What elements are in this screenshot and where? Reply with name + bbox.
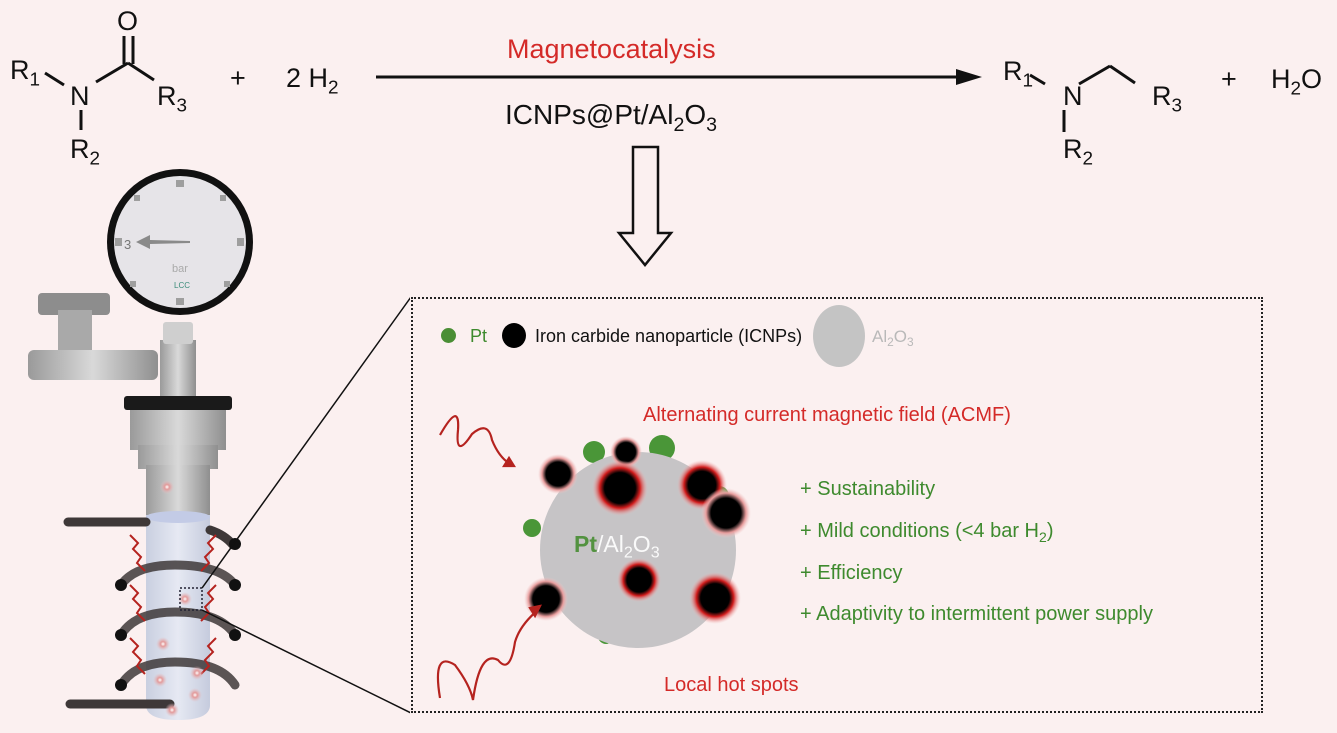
- product-r3-label: R3: [1152, 81, 1182, 116]
- hydrogen-subscript: 2: [328, 77, 339, 99]
- particle-label-o: O: [632, 531, 651, 557]
- amide-bonds: [44, 36, 155, 130]
- catalyst-label: ICNPs@Pt/Al2O3: [505, 99, 717, 135]
- catalyst-sub1: 2: [673, 113, 685, 136]
- r3-subscript: 3: [176, 95, 188, 117]
- hydrogen-reagent: 2 H2: [286, 63, 339, 98]
- reactor-lid: [124, 396, 232, 410]
- zoom-line-top: [201, 297, 410, 589]
- water-h: H: [1271, 64, 1291, 94]
- particle-label: Pt/Al2O3: [574, 531, 660, 561]
- particle-label-al: /Al: [597, 531, 624, 557]
- nitrogen-atom: N: [70, 81, 90, 111]
- reactor-illustration: 3 bar LCC: [28, 169, 410, 720]
- valve-icon: [28, 293, 196, 400]
- hotspots-label: Local hot spots: [664, 674, 799, 696]
- advantage-item: + Efficiency: [800, 562, 903, 584]
- alumina-mid: O: [893, 327, 907, 346]
- acmf-wave-icons: [129, 534, 217, 675]
- gauge-unit: bar: [172, 263, 188, 275]
- oxygen-atom: O: [117, 6, 139, 36]
- particle-label-sub2: 3: [650, 543, 660, 562]
- amine-bonds: [1029, 64, 1136, 132]
- product-r2-subscript: 2: [1082, 148, 1094, 170]
- water-o: O: [1301, 64, 1323, 94]
- particle-label-pt: Pt: [574, 531, 597, 557]
- product-r1-subscript: 1: [1022, 70, 1034, 92]
- hydrogen-symbol: 2 H: [286, 63, 329, 93]
- advantage-item: + Adaptivity to intermittent power suppl…: [800, 603, 1153, 625]
- r2-symbol: R: [70, 134, 90, 164]
- zoomed-inset-panel: [411, 297, 1263, 713]
- alumina-legend-label: Al2O3: [872, 327, 914, 350]
- alumina-sub2: 3: [906, 335, 914, 350]
- nanoparticle-dots: [153, 480, 204, 717]
- catalyst-sub2: 3: [706, 113, 718, 136]
- product-nitrogen-atom: N: [1063, 81, 1083, 111]
- product-r3-symbol: R: [1152, 81, 1172, 111]
- reaction-arrow: [376, 69, 982, 85]
- particle-label-sub1: 2: [623, 543, 633, 562]
- catalyst-prefix: ICNPs@Pt/Al: [505, 99, 674, 130]
- hollow-down-arrow-icon: [616, 145, 674, 267]
- product-r2-symbol: R: [1063, 134, 1083, 164]
- gauge-reading: 3: [124, 237, 131, 252]
- alumina-legend-icon: [813, 305, 865, 367]
- alumina-sub1: 2: [887, 335, 894, 350]
- product-r1-symbol: R: [1003, 56, 1023, 86]
- advantage-suffix: ): [1046, 520, 1054, 542]
- gauge-needle: [136, 235, 190, 249]
- catalyst-mid: O: [684, 99, 707, 130]
- product-r3-subscript: 3: [1171, 95, 1183, 117]
- advantage-item: + Sustainability: [800, 478, 936, 500]
- pt-legend-icon: [441, 328, 456, 343]
- product-r1-label: R1: [1003, 56, 1033, 91]
- acmf-wave-arrows: [436, 415, 542, 701]
- alumina-prefix: Al: [872, 327, 888, 346]
- r3-symbol: R: [157, 81, 177, 111]
- advantage-text: + Mild conditions (<4 bar H: [800, 520, 1040, 542]
- reactor-head: [130, 410, 226, 450]
- zoom-line-bottom: [201, 609, 410, 714]
- r1-symbol: R: [10, 55, 30, 85]
- catalyst-particle-illustration: [436, 415, 751, 701]
- r2-label: R2: [70, 134, 100, 169]
- icnp-legend-icon: [502, 323, 526, 348]
- product-r2-label: R2: [1063, 134, 1093, 169]
- plus-sign-2: +: [1221, 64, 1237, 94]
- icnp-legend-label: Iron carbide nanoparticle (ICNPs): [535, 326, 803, 346]
- acmf-label: Alternating current magnetic field (ACMF…: [643, 404, 1011, 426]
- water-subscript: 2: [1290, 78, 1302, 100]
- r3-label: R3: [157, 81, 187, 116]
- pt-legend-label: Pt: [470, 326, 488, 346]
- reaction-arrow-head: [956, 69, 982, 85]
- magnetocatalysis-label: Magnetocatalysis: [507, 34, 716, 64]
- induction-coil: [63, 517, 240, 709]
- pressure-gauge-icon[interactable]: 3 bar LCC: [107, 169, 253, 315]
- iron-carbide-nanoparticles: [524, 436, 751, 624]
- advantage-item: + Mild conditions (<4 bar H2): [800, 520, 1054, 545]
- r2-subscript: 2: [89, 148, 101, 170]
- r1-label: R1: [10, 55, 40, 90]
- r1-subscript: 1: [29, 69, 41, 91]
- advantage-subscript: 2: [1039, 528, 1047, 545]
- zoom-region-box: [179, 587, 203, 611]
- water-product: H2O: [1271, 64, 1323, 99]
- gauge-logo: LCC: [174, 281, 190, 290]
- plus-sign-1: +: [230, 63, 246, 93]
